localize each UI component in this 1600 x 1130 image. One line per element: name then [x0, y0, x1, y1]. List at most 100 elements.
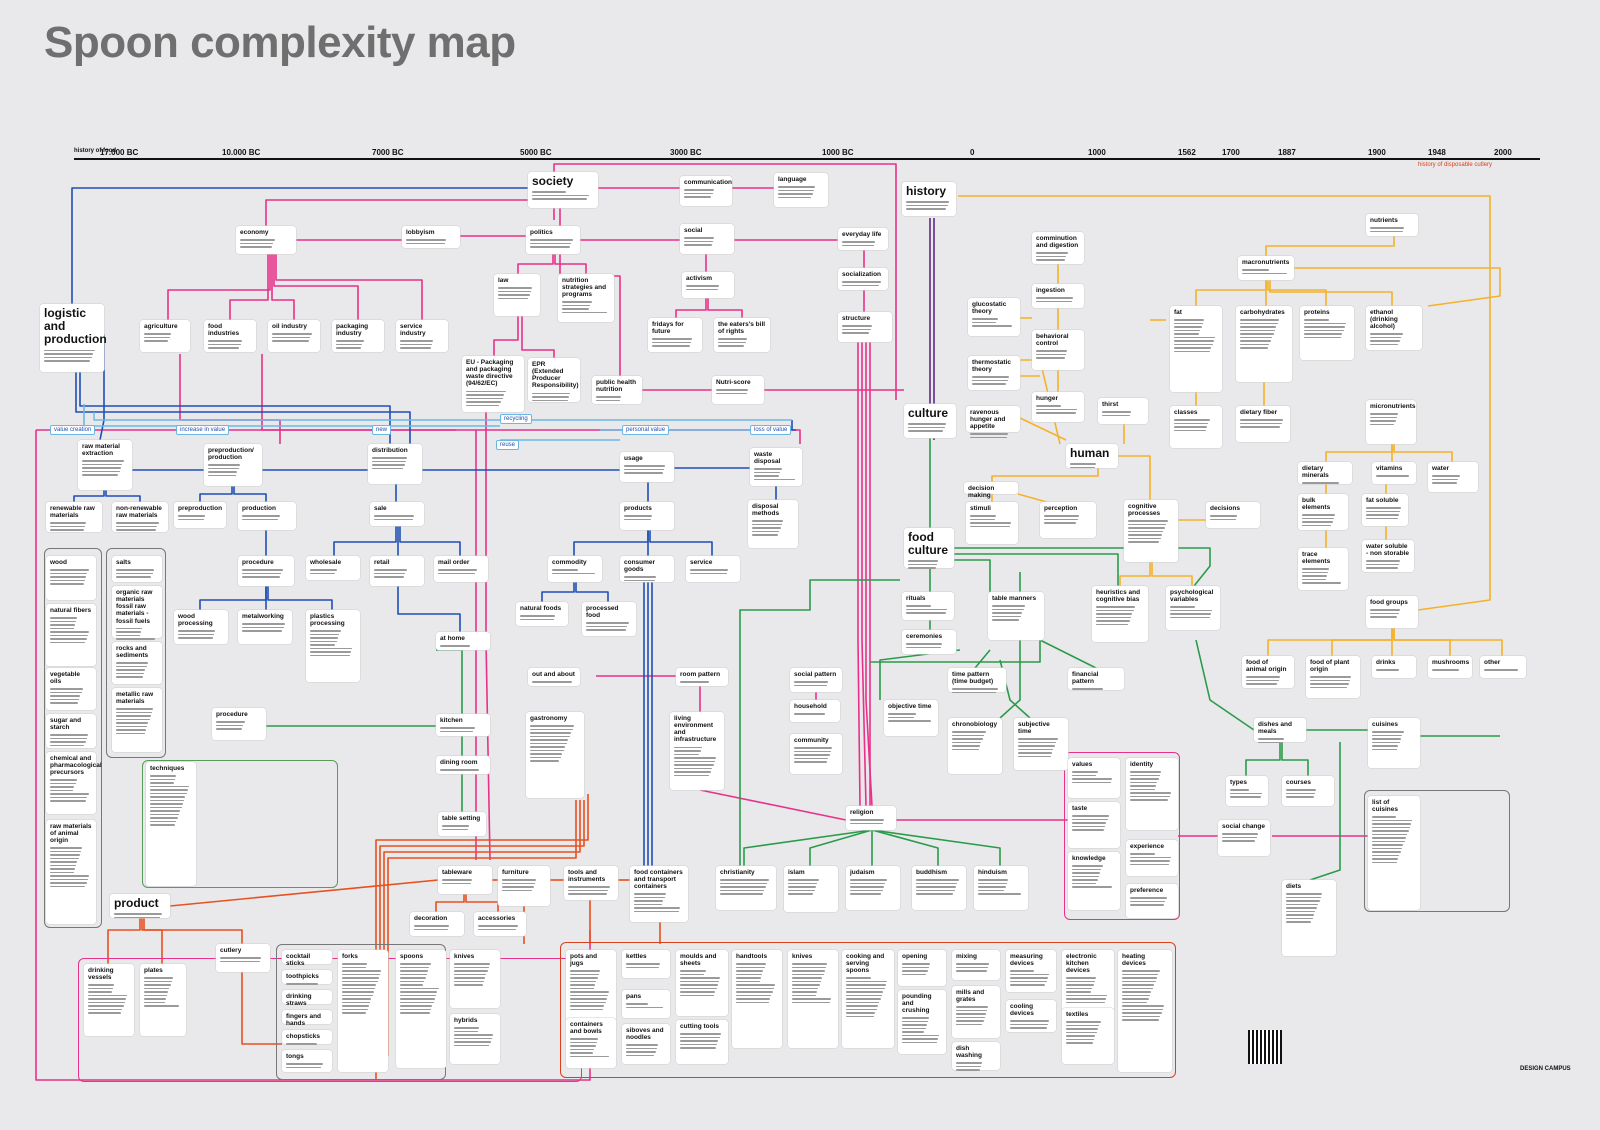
node-judaism[interactable]: judaism [846, 866, 900, 910]
node-tongs[interactable]: tongs [282, 1050, 332, 1072]
node-tools-instruments[interactable]: tools and instruments [564, 866, 618, 900]
node-living-environment[interactable]: living environment and infrastructure [670, 712, 724, 790]
node-buddhism[interactable]: buddhism [912, 866, 966, 910]
node-chopsticks[interactable]: chopsticks [282, 1030, 332, 1045]
node-hunger[interactable]: hunger [1032, 392, 1084, 422]
node-socialization[interactable]: socialization [838, 268, 888, 290]
node-wood-processing[interactable]: wood processing [174, 610, 228, 644]
node-law[interactable]: law [494, 274, 540, 316]
node-values[interactable]: values [1068, 758, 1120, 798]
node-tableware[interactable]: tableware [438, 866, 492, 894]
node-behavioral-control[interactable]: behavioral control [1032, 330, 1084, 370]
node-food-industries[interactable]: food industries [204, 320, 256, 352]
node-types[interactable]: types [1226, 776, 1268, 806]
node-production[interactable]: production [238, 502, 296, 530]
node-list-of-cuisines[interactable]: list of cuisines [1368, 796, 1420, 910]
node-commodity[interactable]: commodity [548, 556, 602, 582]
node-waste-disposal[interactable]: waste disposal [750, 448, 802, 486]
node-economy[interactable]: economy [236, 226, 296, 254]
node-kitchen[interactable]: kitchen [436, 714, 490, 736]
node-water-soluble[interactable]: water soluble - non storable [1362, 540, 1414, 572]
node-at-home[interactable]: at home [436, 632, 490, 650]
node-psychological[interactable]: psychological variables [1166, 586, 1220, 630]
node-product[interactable]: product [110, 894, 170, 919]
node-wood[interactable]: wood [46, 556, 96, 600]
node-drinks[interactable]: drinks [1372, 656, 1416, 678]
node-mail-order[interactable]: mail order [434, 556, 488, 582]
node-service[interactable]: service [686, 556, 740, 582]
node-islam[interactable]: islam [784, 866, 838, 912]
node-the-eaters-bill[interactable]: the eaters's bill of rights [714, 318, 770, 352]
node-cuisines[interactable]: cuisines [1368, 718, 1420, 768]
node-logistic-and-production[interactable]: logistic and production [40, 304, 107, 372]
node-dietary-minerals[interactable]: dietary minerals [1298, 462, 1352, 484]
node-products[interactable]: products [620, 502, 674, 530]
node-renewable[interactable]: renewable raw materials [46, 502, 102, 532]
node-table-setting[interactable]: table setting [438, 812, 486, 836]
node-retail[interactable]: retail [370, 556, 424, 586]
node-bulk-elements[interactable]: bulk elements [1298, 494, 1348, 530]
node-food-plant[interactable]: food of plant origin [1306, 656, 1360, 698]
node-christianity[interactable]: christianity [716, 866, 776, 910]
node-food-containers[interactable]: food containers and transport containers [630, 866, 688, 922]
node-rituals[interactable]: rituals [902, 592, 954, 620]
node-proteins[interactable]: proteins [1300, 306, 1354, 360]
node-experience[interactable]: experience [1126, 840, 1178, 876]
node-knives[interactable]: knives [450, 950, 500, 1008]
node-other[interactable]: other [1480, 656, 1526, 678]
node-chemical[interactable]: chemical and pharmacological precursors [46, 752, 102, 814]
node-religion[interactable]: religion [846, 806, 896, 830]
node-pans[interactable]: pans [622, 990, 670, 1018]
node-pounding[interactable]: pounding and crushing [898, 990, 946, 1054]
node-cutlery[interactable]: cutlery [216, 944, 270, 972]
node-cutting-tools[interactable]: cutting tools [676, 1020, 728, 1064]
node-usage[interactable]: usage [620, 452, 674, 482]
node-water[interactable]: water [1428, 462, 1478, 492]
node-lobbyism[interactable]: lobbyism [402, 226, 460, 248]
node-thirst[interactable]: thirst [1098, 398, 1148, 424]
node-mushrooms[interactable]: mushrooms [1428, 656, 1472, 678]
node-knives2[interactable]: knives [788, 950, 838, 1048]
node-preproduction[interactable]: preproduction/ production [204, 444, 262, 486]
node-natural-fibers[interactable]: natural fibers [46, 604, 96, 666]
node-social-pattern[interactable]: social pattern [790, 668, 842, 692]
node-human[interactable]: human [1066, 444, 1118, 469]
node-measuring[interactable]: measuring devices [1006, 950, 1056, 992]
node-cooling[interactable]: cooling devices [1006, 1000, 1056, 1032]
node-drinking-straws[interactable]: drinking straws [282, 990, 332, 1012]
node-language[interactable]: language [774, 173, 828, 207]
node-mills-grates[interactable]: mills and grates [952, 986, 1000, 1038]
node-sugar-starch[interactable]: sugar and starch [46, 714, 96, 748]
node-food-groups[interactable]: food groups [1366, 596, 1418, 628]
node-spoons[interactable]: spoons [396, 950, 446, 1068]
node-processed-food[interactable]: processed food [582, 602, 636, 636]
node-society[interactable]: society [528, 172, 598, 208]
node-everyday-life[interactable]: everyday life [838, 228, 888, 250]
node-micronutrients2[interactable]: micronutrients [1366, 400, 1416, 444]
node-dishes-and-meals[interactable]: dishes and meals [1254, 718, 1306, 744]
node-plates[interactable]: plates [140, 964, 186, 1036]
node-time-pattern[interactable]: time pattern (time budget) [948, 668, 1006, 694]
node-carbohydrates[interactable]: carbohydrates [1236, 306, 1292, 382]
node-hybrids[interactable]: hybrids [450, 1014, 500, 1064]
node-history[interactable]: history [902, 182, 956, 216]
node-procedure[interactable]: procedure [238, 556, 294, 586]
node-plastics-processing[interactable]: plastics processing [306, 610, 360, 682]
node-ravenous[interactable]: ravenous hunger and appetite [966, 406, 1020, 439]
node-oil-industry[interactable]: oil industry [268, 320, 320, 352]
node-preproduction2[interactable]: preproduction [174, 502, 226, 528]
node-rocks[interactable]: rocks and sediments [112, 642, 162, 684]
node-room-pattern[interactable]: room pattern [676, 668, 728, 686]
node-cognitive-processes[interactable]: cognitive processes [1124, 500, 1178, 562]
node-accessories[interactable]: accessories [474, 912, 526, 936]
node-drinking-vessels[interactable]: drinking vessels [84, 964, 134, 1036]
node-procedure2[interactable]: procedure [212, 708, 266, 740]
node-distribution[interactable]: distribution [368, 444, 422, 484]
node-raw-material[interactable]: raw material extraction [78, 440, 132, 490]
node-comminution[interactable]: comminution and digestion [1032, 232, 1084, 264]
node-wholesale[interactable]: wholesale [306, 556, 360, 580]
node-knowledge[interactable]: knowledge [1068, 852, 1120, 910]
node-food-animal[interactable]: food of animal origin [1242, 656, 1294, 688]
node-heating[interactable]: heating devices [1118, 950, 1172, 1072]
node-courses[interactable]: courses [1282, 776, 1334, 806]
